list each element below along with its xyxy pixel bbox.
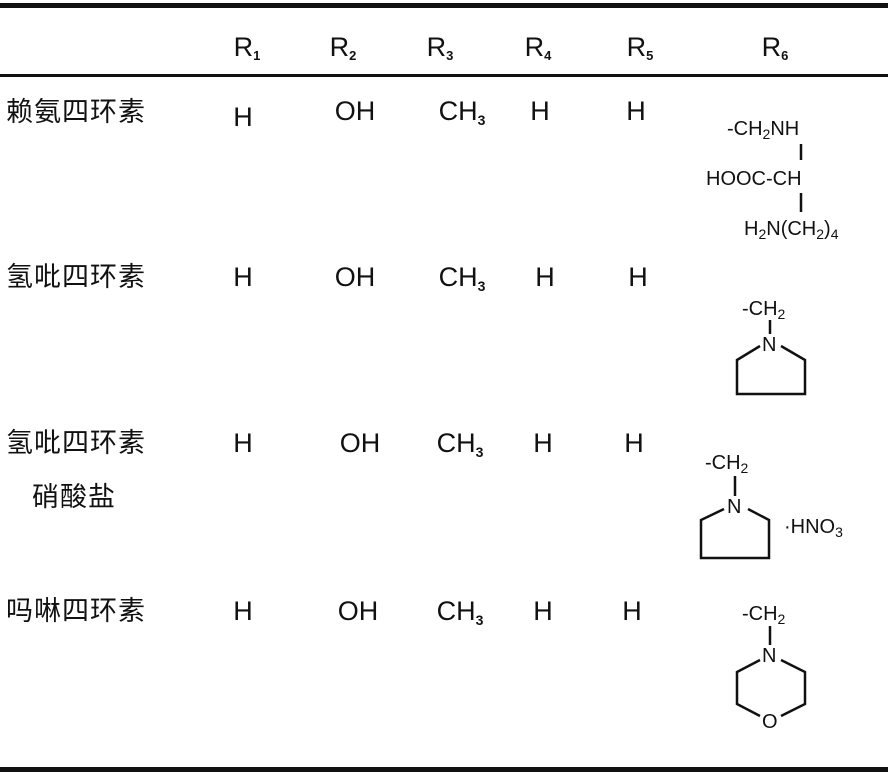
r5-value: H xyxy=(622,596,642,626)
compound-name: 氢吡四环素 xyxy=(6,428,146,458)
r3-value: CH3 xyxy=(436,596,484,628)
top-rule xyxy=(0,3,888,8)
r1-value: H xyxy=(233,102,253,132)
r4-value: H xyxy=(530,96,550,126)
r1-value: H xyxy=(233,596,253,626)
bottom-rule xyxy=(0,767,888,772)
r3-value: CH3 xyxy=(438,96,486,128)
r5-value: H xyxy=(626,96,646,126)
r5-value: H xyxy=(628,262,648,292)
r3-value: CH3 xyxy=(436,428,484,460)
r2-value: OH xyxy=(334,262,376,292)
header-rule xyxy=(0,74,888,77)
compound-name-line2: 硝酸盐 xyxy=(32,482,116,512)
r5-value: H xyxy=(624,428,644,458)
header-r5: R5 xyxy=(626,32,654,63)
r1-value: H xyxy=(233,428,253,458)
r4-value: H xyxy=(533,596,553,626)
r2-value: OH xyxy=(339,428,381,458)
r4-value: H xyxy=(535,262,555,292)
header-r3: R3 xyxy=(426,32,454,63)
compound-name: 赖氨四环素 xyxy=(6,97,146,127)
header-r2: R2 xyxy=(329,32,357,63)
r1-value: H xyxy=(233,262,253,292)
header-r6: R6 xyxy=(761,32,789,63)
r2-value: OH xyxy=(334,96,376,126)
compound-name: 氢吡四环素 xyxy=(6,262,146,292)
r3-value: CH3 xyxy=(438,262,486,294)
r2-value: OH xyxy=(337,596,379,626)
compound-name: 吗啉四环素 xyxy=(6,596,146,626)
r4-value: H xyxy=(533,428,553,458)
header-r1: R1 xyxy=(233,32,261,63)
header-r4: R4 xyxy=(524,32,552,63)
